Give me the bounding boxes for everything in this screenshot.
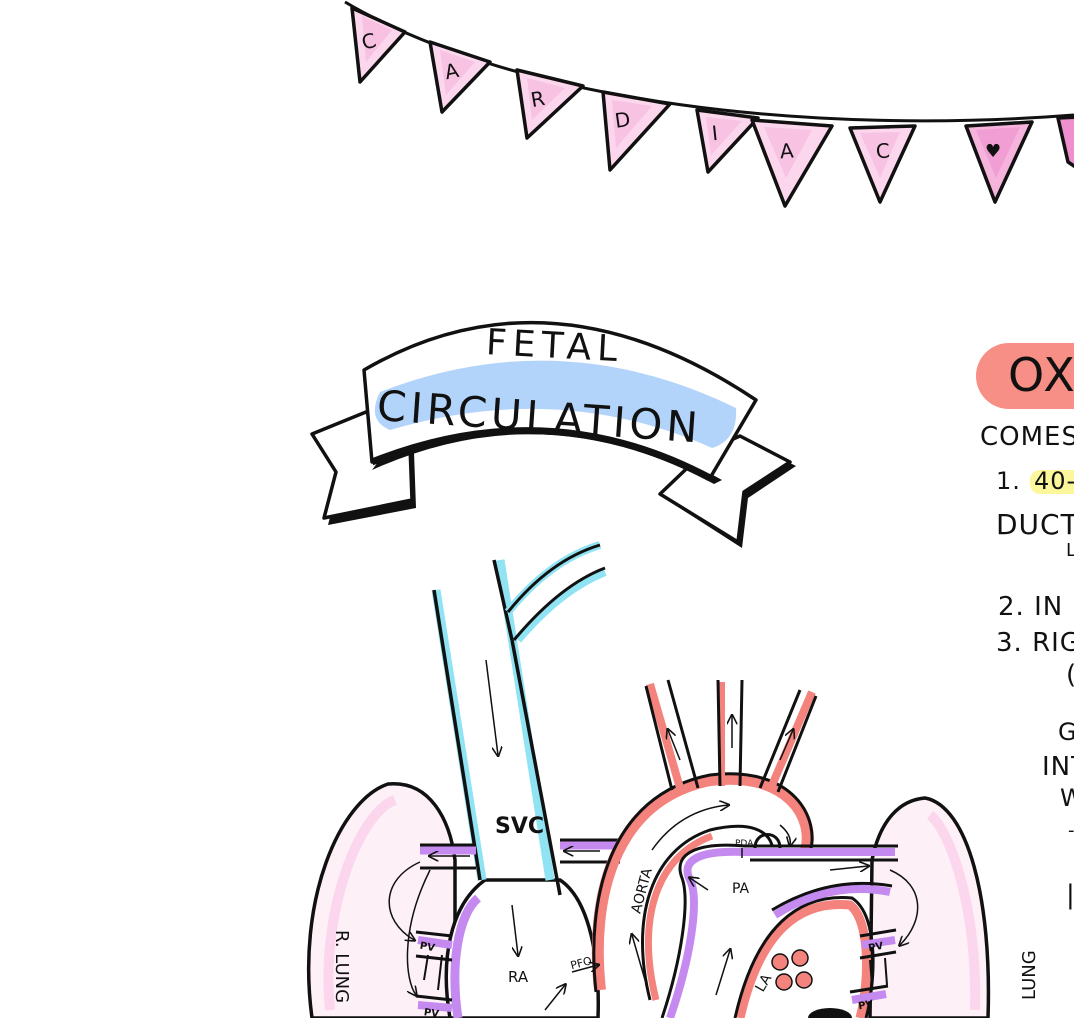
- label-right-lung: R. LUNG: [331, 930, 352, 1003]
- bunting-letter: A: [779, 138, 795, 163]
- oxygen-heading-pill: [976, 343, 1074, 409]
- bunting-letter: D: [613, 107, 632, 133]
- bunting-string: [344, 0, 1074, 123]
- label-svc: SVC: [495, 814, 544, 839]
- pulmonary-artery: [660, 833, 898, 1018]
- bunting-letter: A: [442, 58, 461, 84]
- panel-frag-int: INT: [1042, 752, 1074, 782]
- bunting-flag: [848, 124, 917, 204]
- panel-item2: 2. IN: [998, 592, 1064, 622]
- bunting-letter: I: [711, 121, 719, 145]
- right-atrium: [444, 878, 600, 1018]
- bunting-flag: [695, 108, 760, 174]
- label-pfo: PFO: [569, 954, 594, 972]
- panel-item1-sub2: L: [1066, 540, 1074, 561]
- left-lung: [868, 796, 991, 1018]
- label-la: LA: [753, 971, 776, 995]
- label-pda: PDA: [735, 839, 754, 849]
- label-pv: PV: [423, 1007, 440, 1018]
- panel-frag-g: G: [1058, 718, 1074, 746]
- label-pa: PA: [732, 881, 750, 897]
- pulmonary-veins-right: [388, 861, 453, 1012]
- bunting-letter: R: [529, 86, 547, 112]
- pulmonary-veins-left: [849, 869, 919, 1004]
- panel-item1-text: 40-: [1034, 467, 1074, 495]
- panel-item1-number: 1.: [996, 467, 1021, 495]
- heart-diagram: SVC RA PFO AORTA PDA PA LA PV PV PV PV R…: [307, 541, 1040, 1018]
- panel-frag-bar: |: [1066, 880, 1074, 910]
- bunting-heart-icon: ♥: [985, 141, 1001, 162]
- bunting-flag: [750, 118, 834, 208]
- left-atrium: [733, 881, 893, 1018]
- panel-item3: 3. RIG: [996, 628, 1074, 658]
- pulmonary-vein-right-upper: [420, 843, 476, 870]
- bunting-flag: [515, 68, 585, 140]
- panel-line-comes: COMES F: [980, 422, 1074, 452]
- highlight-marker: [1030, 470, 1074, 494]
- bunting-letter: C: [359, 28, 379, 55]
- bunting-letter: C: [875, 138, 891, 163]
- superior-vena-cava: [431, 541, 607, 896]
- panel-frag-dash: -: [1068, 820, 1074, 841]
- bunting-flag: [428, 40, 492, 114]
- label-left-lung: LUNG: [1019, 950, 1040, 1000]
- bunting-flag: [1056, 115, 1074, 169]
- bunting-flag: [601, 90, 672, 172]
- oxygen-heading: OXY: [1008, 348, 1074, 402]
- label-ra: RA: [508, 968, 529, 986]
- ribbon-title-line1: FETAL: [485, 322, 624, 370]
- cardiac-bunting: C A R D I A C ♥: [344, 0, 1074, 208]
- bunting-flag: [964, 120, 1034, 204]
- bunting-flag: [350, 6, 407, 84]
- panel-frag-w: W: [1060, 784, 1074, 812]
- aortic-arch: [591, 679, 818, 1001]
- label-pv: PV: [867, 941, 884, 954]
- label-pv: PV: [857, 999, 874, 1012]
- label-pv: PV: [419, 941, 436, 954]
- fetal-circulation-ribbon: FETAL CIRCULATION: [310, 320, 796, 548]
- right-lung: [307, 782, 457, 1018]
- panel-item1-sub: DUCTU: [996, 508, 1074, 541]
- panel-item3-sub: (: [1066, 660, 1074, 690]
